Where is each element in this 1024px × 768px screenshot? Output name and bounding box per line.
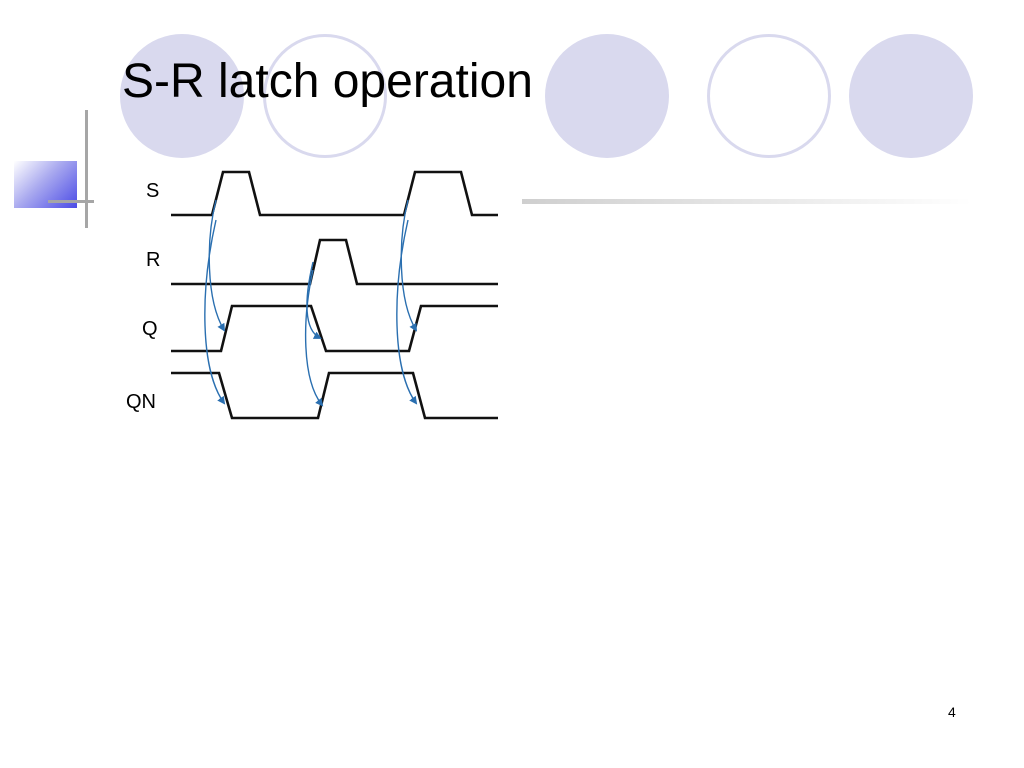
signal-label-qn: QN	[126, 391, 156, 413]
accent-vertical-line	[85, 110, 88, 228]
page-number: 4	[948, 704, 956, 720]
title-underline	[522, 199, 972, 204]
causality-arrow-qn-to-q	[304, 269, 324, 407]
decor-circle-filled-1	[120, 34, 244, 158]
causality-arrow-s-to-q-2	[400, 199, 418, 332]
timing-diagram: S R Q QN	[126, 170, 498, 420]
causality-arrow-q-to-qn-1	[204, 219, 226, 405]
decor-circle-outline-1	[263, 34, 387, 158]
waveform-qn	[171, 371, 498, 420]
signal-label-s: S	[146, 180, 159, 202]
accent-horizontal-line	[48, 200, 94, 203]
decor-circle-outline-2	[707, 34, 831, 158]
causality-arrow-q-to-qn-2	[396, 219, 418, 405]
decor-circle-filled-2	[545, 34, 669, 158]
slide-title: S-R latch operation	[122, 55, 533, 108]
waveform-s	[171, 170, 498, 217]
signal-label-r: R	[146, 249, 160, 271]
waveform-r	[171, 238, 498, 286]
decor-circle-filled-3	[849, 34, 973, 158]
signal-label-q: Q	[142, 318, 158, 340]
causality-arrow-s-to-q-1	[208, 199, 226, 332]
waveform-q	[171, 304, 498, 353]
